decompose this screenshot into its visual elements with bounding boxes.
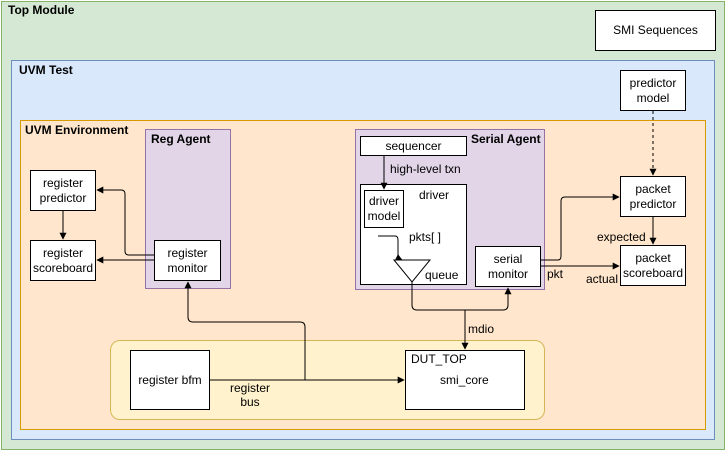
- top-module-title: Top Module: [8, 3, 75, 17]
- uvm-environment-title: UVM Environment: [25, 123, 129, 137]
- smi-core-label: smi_core: [440, 373, 489, 387]
- mdio-label: mdio: [468, 322, 495, 336]
- serial-monitor-block: serial monitor: [475, 246, 541, 287]
- serial-agent-title: Serial Agent: [471, 132, 541, 146]
- uvm-test-title: UVM Test: [19, 63, 73, 77]
- driver-container-label: driver: [419, 188, 450, 202]
- register-monitor-to-predictor-arrow: [96, 186, 154, 256]
- serial-monitor-to-packet-predictor-arrow: [541, 193, 620, 261]
- queue-label: queue: [425, 268, 459, 282]
- driver-model-to-queue-arrow: [378, 235, 403, 261]
- dut-top-block: [405, 350, 525, 410]
- expected-label: expected: [597, 230, 646, 244]
- smi-sequences-block: SMI Sequences: [595, 10, 716, 51]
- queue-buffer-symbol: [392, 259, 432, 283]
- actual-label: actual: [586, 272, 619, 286]
- dut-top-label: DUT_TOP: [411, 352, 467, 366]
- pkt-label: pkt: [547, 267, 564, 281]
- register-bus-label: register bus: [230, 381, 271, 409]
- mdio-to-serial-monitor-arrow: [465, 287, 512, 311]
- packet-predictor-block: packet predictor: [620, 176, 686, 217]
- predictor-model-block: predictor model: [620, 70, 686, 111]
- mdio-bus-line: [411, 282, 469, 350]
- sequencer-block: sequencer: [360, 136, 467, 156]
- driver-model-block: driver model: [364, 190, 404, 228]
- register-predictor-block: register predictor: [30, 170, 96, 211]
- register-scoreboard-block: register scoreboard: [30, 240, 96, 281]
- register-bfm-block: register bfm: [130, 350, 210, 410]
- register-monitor-block: register monitor: [154, 240, 221, 281]
- pkts-label: pkts[ ]: [409, 230, 442, 244]
- register-bus-to-register-monitor-arrow: [184, 281, 306, 381]
- reg-agent-title: Reg Agent: [151, 132, 211, 146]
- packet-scoreboard-block: packet scoreboard: [620, 245, 686, 286]
- high-level-txn-label: high-level txn: [390, 162, 461, 176]
